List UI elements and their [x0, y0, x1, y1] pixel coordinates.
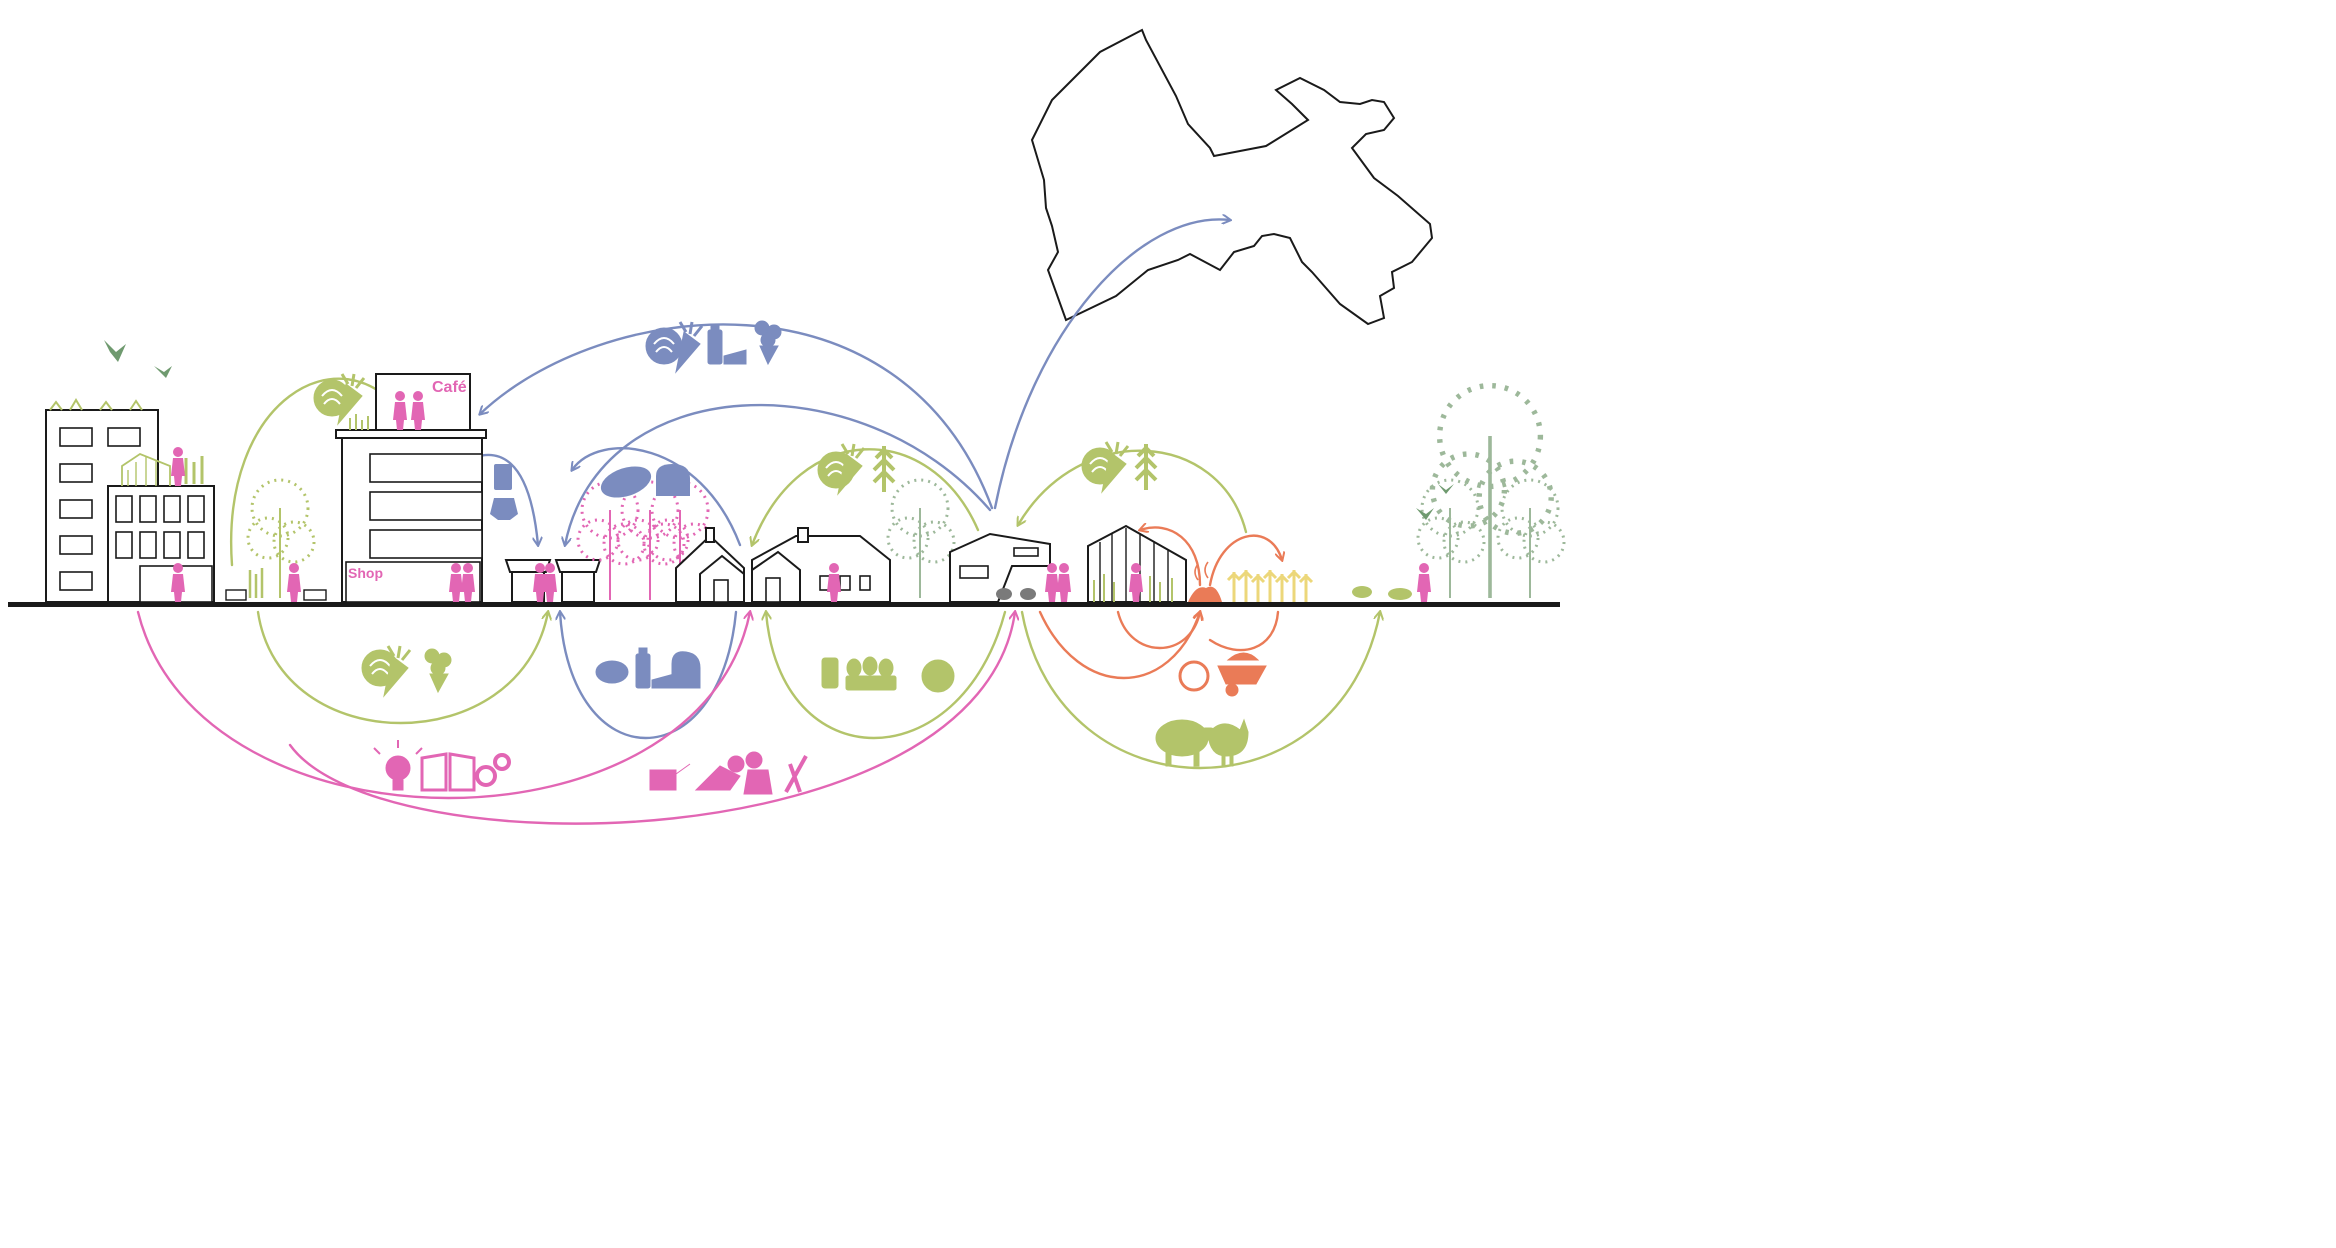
egg-carton-icon	[845, 656, 897, 691]
flow-arrow-blue-bakery	[572, 447, 742, 547]
ground-line	[8, 602, 1560, 607]
flow-arrow-orange-lower-loop-c	[1208, 610, 1280, 652]
flow-arrow-green-lower-mid	[766, 612, 1007, 739]
coffee-bag-icon	[494, 464, 512, 490]
house-large	[751, 527, 891, 603]
icon-group-bread	[600, 464, 690, 498]
lightbulb-icon	[373, 740, 423, 791]
book-icon	[420, 752, 476, 792]
yarn-icon	[921, 659, 955, 693]
milk-cheese-icon	[707, 323, 747, 365]
flow-arrow-orange-lower-loop-b	[1116, 612, 1200, 649]
flow-arrow-green-lower-left	[256, 612, 548, 725]
garden-tools-icon	[784, 755, 808, 793]
flow-arrow-blue-lower	[560, 612, 738, 739]
milk-bottle-icon	[821, 657, 839, 689]
farmer-icon	[743, 751, 773, 795]
low-rise-building	[107, 447, 215, 603]
wheat-icon	[872, 444, 896, 494]
icon-group-lower-green-mid	[821, 656, 955, 693]
watering-can-icon	[649, 763, 691, 791]
icon-group-lower-orange	[1178, 652, 1267, 697]
bread-icon	[600, 466, 652, 498]
icon-group-lower-green-left	[361, 644, 452, 698]
lettuce-icon	[645, 327, 683, 365]
compost-heap	[1188, 561, 1222, 602]
flow-arrow-pink-volunteering	[288, 612, 1015, 825]
flow-arrow-green-lower-right	[1020, 612, 1380, 769]
market-stall-right	[554, 559, 602, 603]
icon-group-knowledge	[373, 740, 511, 792]
oven-mitt-icon	[671, 651, 701, 689]
gardener-icon	[694, 755, 745, 791]
icon-group-volunteering	[649, 751, 808, 795]
chicken-icon	[1207, 719, 1249, 767]
flower-bouquet-icon	[754, 320, 782, 365]
flow-arrow-orange-lower-loop-a	[1038, 612, 1200, 679]
loaf-icon	[656, 464, 690, 496]
sage-tree	[886, 478, 956, 600]
wheat-field	[1226, 569, 1314, 602]
meat-icon	[595, 660, 629, 684]
street-tree-left	[225, 478, 327, 601]
flow-arrow-orange-loop-up-right	[1208, 534, 1282, 587]
sheep-icon	[1155, 719, 1215, 767]
farm-animals-small	[996, 588, 1036, 600]
flow-arrow-green-field-to-barn	[1018, 449, 1248, 534]
forest-right	[1416, 386, 1566, 598]
icon-group-lower-green-right	[1155, 719, 1249, 767]
pasture-animals	[1352, 586, 1412, 600]
recycle-seedling-icon	[1178, 660, 1210, 692]
flower-bouquet-icon	[424, 648, 452, 693]
milk-cheese-icon	[635, 647, 675, 689]
icon-group-lower-blue	[595, 647, 701, 689]
flow-arrow-blue-to-cafe	[480, 323, 994, 510]
farm-shop-building	[949, 532, 1051, 603]
icon-group-right-green	[1081, 440, 1158, 494]
house-small	[675, 527, 745, 603]
jug-icon	[490, 498, 518, 520]
flow-arrow-green-farm-to-houses	[752, 448, 980, 545]
wheelbarrow-compost-icon	[1217, 652, 1267, 685]
municipality-outline	[1030, 28, 1434, 326]
gears-icon	[475, 753, 511, 787]
flow-arrow-orange-loop-up-left	[1140, 527, 1202, 587]
birds	[104, 340, 1454, 520]
shop-cafe-building: Café Shop	[335, 373, 487, 603]
icon-group-mid-green	[817, 442, 896, 496]
flow-arrow-blue-to-market	[565, 403, 992, 545]
cafe-sign: Café	[432, 379, 467, 396]
flow-arrow-pink-knowledge	[136, 612, 750, 800]
icon-group-packaged-goods	[490, 464, 518, 520]
flow-arrow-blue-to-region	[993, 219, 1230, 510]
icon-group-upper-blue	[645, 320, 782, 374]
shop-sign: Shop	[348, 565, 383, 581]
